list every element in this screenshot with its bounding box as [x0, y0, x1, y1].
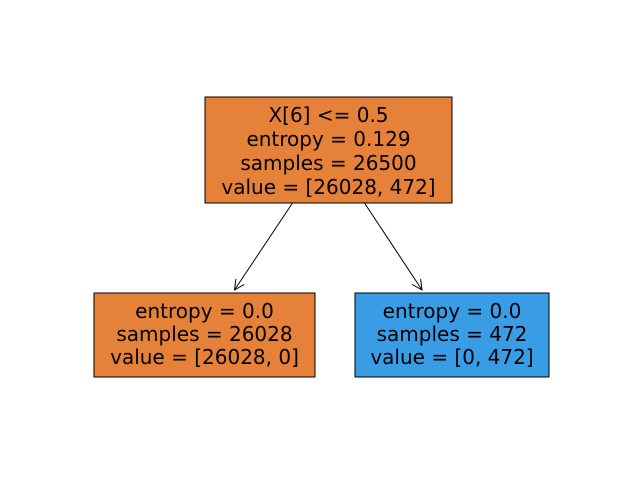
- tree-node-root: X[6] <= 0.5 entropy = 0.129 samples = 26…: [204, 96, 453, 204]
- node-entropy: entropy = 0.129: [246, 127, 410, 151]
- node-box: [354, 292, 550, 378]
- node-entropy: entropy = 0.0: [135, 299, 274, 323]
- node-entropy: entropy = 0.0: [383, 299, 522, 323]
- node-box: [93, 292, 316, 378]
- edges-layer: [235, 202, 423, 290]
- node-box: [204, 96, 453, 204]
- node-value: value = [0, 472]: [370, 345, 533, 369]
- node-samples: samples = 26028: [116, 322, 292, 346]
- node-samples: samples = 472: [377, 322, 528, 346]
- tree-node-left-leaf: entropy = 0.0 samples = 26028 value = [2…: [93, 292, 316, 378]
- edge-arrow-root-to-left: [235, 202, 293, 290]
- node-split-condition: X[6] <= 0.5: [268, 103, 388, 127]
- node-value: value = [26028, 472]: [221, 175, 435, 199]
- tree-node-right-leaf: entropy = 0.0 samples = 472 value = [0, …: [354, 292, 550, 378]
- node-samples: samples = 26500: [240, 151, 416, 175]
- edge-arrow-root-to-right: [364, 202, 423, 290]
- node-value: value = [26028, 0]: [110, 345, 299, 369]
